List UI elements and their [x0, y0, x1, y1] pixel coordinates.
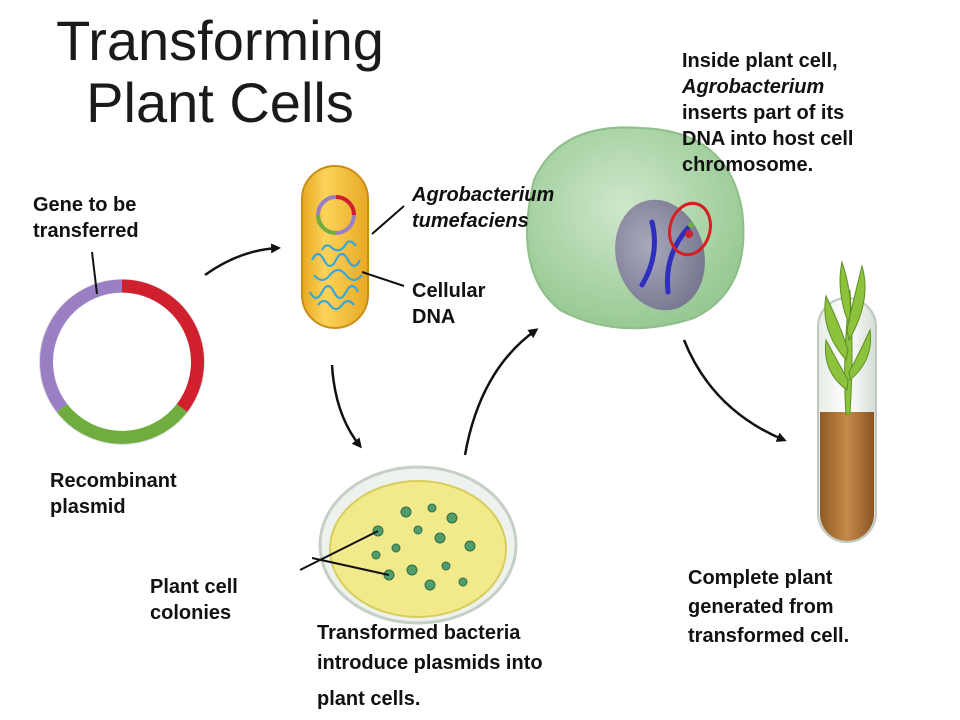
label-plant-cell-colonies: Plant cell colonies [150, 576, 238, 624]
arrow-bacterium-to-dish [330, 364, 362, 449]
label-inside-plant-cell: Inside plant cell, Agrobacterium inserts… [682, 50, 854, 176]
plant-cell [526, 126, 745, 330]
plant-cell-colonies [371, 503, 476, 591]
chromosome [639, 219, 691, 295]
arrow-plasmid-to-bacterium [204, 243, 281, 277]
label-recombinant-plasmid: Recombinant plasmid [50, 470, 177, 518]
title-line-1: Transforming [56, 9, 384, 72]
arrow-dish-to-plant-cell [463, 328, 539, 456]
recombinant-plasmid [39, 251, 205, 445]
page-title: Transforming Plant Cells [40, 10, 400, 134]
label-complete-plant: Complete plant generated from transforme… [688, 567, 850, 647]
petri-dish [299, 465, 518, 625]
label-agrobacterium-tumefaciens: Agrobacterium tumefaciens [412, 184, 555, 232]
label-transformed-bacteria: Transformed bacteria introduce plasmids … [317, 622, 543, 710]
label-gene-to-be-transferred: Gene to be transferred [33, 194, 139, 242]
arrow-cell-to-plant [682, 339, 787, 442]
label-cellular-dna: Cellular DNA [412, 280, 486, 328]
agrobacterium-cell [301, 165, 405, 329]
title-line-2: Plant Cells [86, 71, 354, 134]
plant-leaves [824, 260, 872, 415]
test-tube-plant [817, 260, 877, 543]
